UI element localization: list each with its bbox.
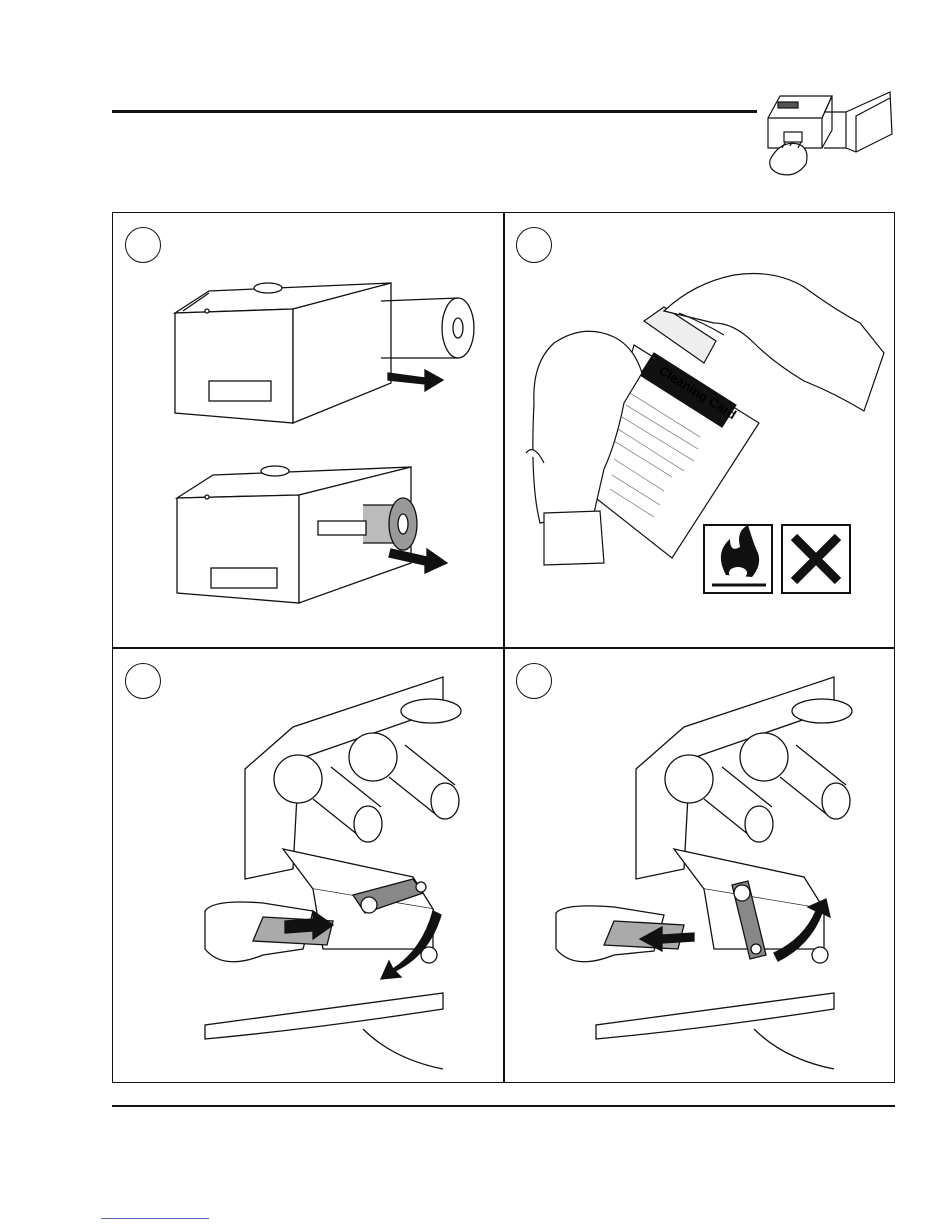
instruction-grid: Cleaning Card: [112, 212, 895, 1083]
cleaning-card-icon: Cleaning Card: [504, 213, 896, 647]
footer-rule: [112, 1105, 895, 1107]
flammable-icon: [704, 525, 772, 593]
insert-cleaning-card-icon: [113, 649, 503, 1083]
step-4-panel: [504, 649, 896, 1083]
header-rule: [112, 110, 757, 113]
step-3-panel: [113, 649, 503, 1083]
step-4-circle: [516, 663, 552, 699]
step-3-circle: [125, 663, 161, 699]
remove-cleaning-card-icon: [504, 649, 896, 1083]
printer-cleaning-icon: [760, 78, 900, 188]
footer-link-underline[interactable]: [101, 1218, 209, 1219]
step-2-panel: Cleaning Card: [504, 213, 896, 647]
harmful-x-icon: [782, 525, 850, 593]
step-1-panel: [113, 213, 503, 647]
printer-remove-media-icon: [113, 213, 503, 647]
step-1-circle: [125, 227, 161, 263]
step-2-circle: [516, 227, 552, 263]
